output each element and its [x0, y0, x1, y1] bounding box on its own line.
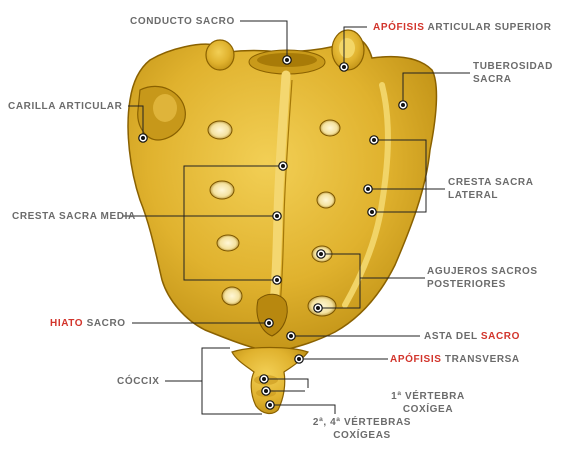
label-apofisis-transversa-rest: TRANSVERSA [441, 354, 520, 365]
label-apofisis-articular-superior-red: APÓFISIS [373, 22, 425, 33]
label-vertebras24-line2: COXÍGEAS [333, 430, 391, 441]
label-asta-pre: ASTA DEL [424, 331, 481, 342]
marker-dot-center [297, 357, 301, 361]
label-hiato-rest: SACRO [83, 318, 126, 329]
label-vertebra1-line1: 1ª VÉRTEBRA [391, 391, 465, 402]
label-carilla-articular: CARILLA ARTICULAR [8, 101, 123, 112]
marker-dot-center [289, 334, 293, 338]
label-conducto-sacro: CONDUCTO SACRO [130, 16, 235, 27]
label-hiato-red: HIATO [50, 318, 84, 329]
label-cresta-lateral-line2: LATERAL [448, 190, 499, 201]
label-apofisis-transversa: APÓFISIS TRANSVERSA [390, 353, 520, 366]
marker-dot-center [275, 278, 279, 282]
label-vertebras24-line1: 2ª, 4ª VÉRTEBRAS [312, 417, 412, 428]
marker-dot-center [268, 403, 272, 407]
marker-dot-center [366, 187, 370, 191]
marker-dot-center [275, 214, 279, 218]
label-vertebras-coxigeas: 2ª, 4ª VÉRTEBRAS COXÍGEAS [302, 416, 422, 442]
markers [138, 55, 408, 410]
marker-dot-center [264, 389, 268, 393]
label-asta-del-sacro: ASTA DEL SACRO [424, 330, 520, 343]
label-agujeros-line2: POSTERIORES [427, 279, 506, 290]
foramen-left-1 [207, 120, 233, 140]
marker-dot-center [285, 58, 289, 62]
marker-dot-center [319, 252, 323, 256]
marker-dot-center [281, 164, 285, 168]
label-tuberosidad-sacra: TUBEROSIDAD SACRA [473, 60, 553, 86]
marker-dot-center [262, 377, 266, 381]
foramen-left-3 [216, 234, 240, 252]
label-tuberosidad-line1: TUBEROSIDAD [473, 61, 553, 72]
marker-dot-center [316, 306, 320, 310]
marker-dot-center [372, 138, 376, 142]
label-cresta-sacra-lateral: CRESTA SACRA LATERAL [448, 176, 534, 202]
label-cresta-lateral-line1: CRESTA SACRA [448, 177, 534, 188]
label-vertebra1-line2: COXÍGEA [402, 404, 454, 415]
label-coccix: CÓCCIX [117, 376, 160, 387]
label-agujeros-line1: AGUJEROS SACROS [427, 266, 538, 277]
leader-lines [122, 20, 470, 415]
label-hiato-sacro: HIATO SACRO [50, 317, 126, 330]
label-tuberosidad-line2: SACRA [473, 74, 512, 85]
label-asta-red: SACRO [480, 331, 521, 342]
superior-articular-process-left [205, 39, 235, 71]
label-apofisis-articular-superior-rest: ARTICULAR SUPERIOR [424, 22, 552, 33]
foramen-left-4 [221, 286, 243, 306]
label-agujeros-sacros-posteriores: AGUJEROS SACROS POSTERIORES [427, 265, 538, 291]
marker-dot-center [370, 210, 374, 214]
foramen-right-2 [316, 191, 336, 209]
marker-dot-center [141, 136, 145, 140]
label-primera-vertebra-coxigea: 1ª VÉRTEBRA COXÍGEA [388, 390, 468, 416]
label-apofisis-transversa-red: APÓFISIS [390, 354, 442, 365]
label-cresta-sacra-media: CRESTA SACRA MEDIA [12, 211, 136, 222]
foramen-right-1 [319, 119, 341, 137]
marker-dot-center [267, 321, 271, 325]
marker-dot-center [401, 103, 405, 107]
foramen-left-2 [209, 180, 235, 200]
marker-dot-center [342, 65, 346, 69]
label-apofisis-articular-superior: APÓFISIS ARTICULAR SUPERIOR [373, 21, 552, 34]
